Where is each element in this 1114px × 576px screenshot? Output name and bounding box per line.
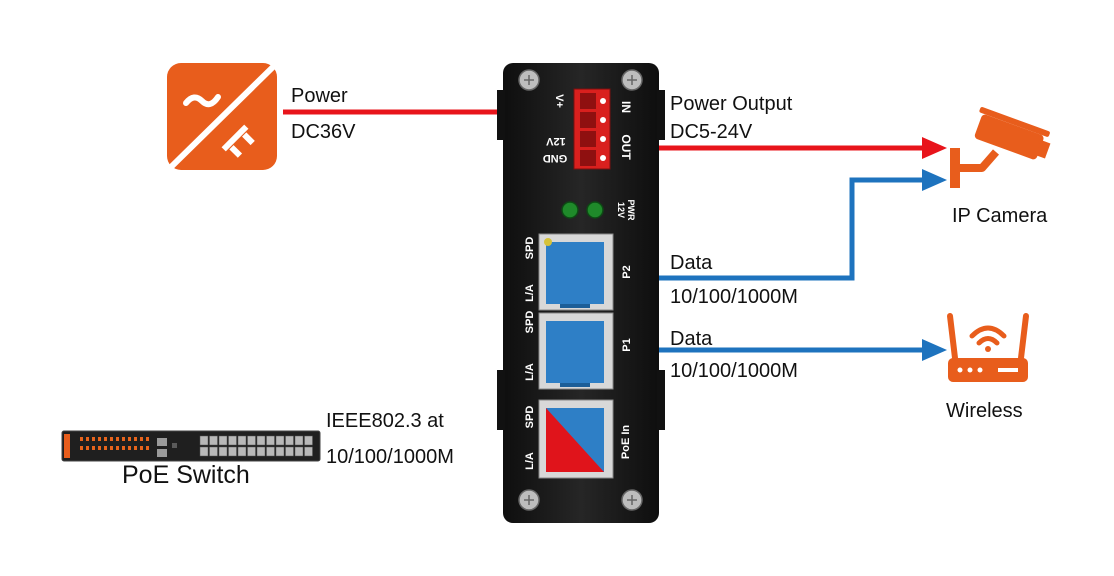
led-pwr-indicator xyxy=(586,201,604,219)
switch-status-led xyxy=(146,446,149,450)
ip-camera-label: IP Camera xyxy=(952,205,1048,227)
poe-splitter-device: V+ 12V GND IN OUT 12V PWR SPD L/A SPD L/… xyxy=(497,63,665,523)
cctv-camera-icon xyxy=(950,107,1051,188)
port-p2 xyxy=(538,233,614,311)
switch-status-led xyxy=(80,437,83,441)
switch-ethernet-port xyxy=(275,446,285,457)
switch-ethernet-port xyxy=(285,446,294,457)
switch-ethernet-port xyxy=(304,446,313,457)
port-p2-label: P2 xyxy=(621,265,633,278)
switch-ethernet-port xyxy=(247,435,256,446)
terminal-label-in: IN xyxy=(619,101,633,113)
port-poe-in xyxy=(538,399,614,479)
switch-status-led xyxy=(98,437,101,441)
poe-switch-device xyxy=(61,430,321,462)
poe-switch-label: PoE Switch xyxy=(122,461,250,489)
data-line-p2 xyxy=(596,169,947,281)
power-output-voltage-label: DC5-24V xyxy=(670,121,753,143)
switch-status-led xyxy=(140,446,143,450)
power-label: Power xyxy=(291,85,348,107)
switch-status-led xyxy=(92,446,95,450)
switch-ethernet-port xyxy=(247,446,256,457)
switch-ethernet-port xyxy=(256,446,266,457)
port-poe-in-label: PoE In xyxy=(620,425,632,460)
switch-status-led xyxy=(128,446,131,450)
data-p2-speed-label: 10/100/1000M xyxy=(670,286,798,308)
wireless-router-icon xyxy=(947,313,1029,382)
switch-status-led xyxy=(80,446,83,450)
switch-ethernet-port xyxy=(266,446,275,457)
switch-status-led xyxy=(86,446,89,450)
poe-standard-label: IEEE802.3 at xyxy=(326,410,444,432)
switch-status-led xyxy=(140,437,143,441)
switch-ethernet-port xyxy=(218,446,228,457)
power-voltage-label: DC36V xyxy=(291,121,356,143)
poe-speed-label: 10/100/1000M xyxy=(326,446,454,468)
switch-ethernet-port xyxy=(256,435,266,446)
switch-status-led xyxy=(86,437,89,441)
switch-ethernet-port xyxy=(237,435,247,446)
poe-la-label: L/A xyxy=(524,452,536,470)
switch-status-led xyxy=(128,437,131,441)
switch-status-led xyxy=(116,437,119,441)
terminal-label-12v: 12V xyxy=(546,135,566,147)
switch-ethernet-port xyxy=(218,435,228,446)
p2-la-label: L/A xyxy=(524,284,536,302)
screw-icon xyxy=(518,69,540,91)
switch-ethernet-port xyxy=(228,435,237,446)
switch-ethernet-port xyxy=(285,435,294,446)
switch-status-led xyxy=(146,437,149,441)
switch-ethernet-port xyxy=(199,435,209,446)
switch-ethernet-port xyxy=(237,446,247,457)
data-p2-label: Data xyxy=(670,252,713,274)
terminal-block xyxy=(573,88,611,170)
switch-status-led xyxy=(116,446,119,450)
power-output-label: Power Output xyxy=(670,93,793,115)
switch-status-led xyxy=(98,446,101,450)
switch-ethernet-port xyxy=(199,446,209,457)
terminal-label-v-plus: V+ xyxy=(553,94,565,108)
switch-status-led xyxy=(104,446,107,450)
screw-icon xyxy=(621,69,643,91)
switch-ethernet-port xyxy=(266,435,275,446)
data-p1-speed-label: 10/100/1000M xyxy=(670,360,798,382)
screw-icon xyxy=(518,489,540,511)
switch-ethernet-port xyxy=(228,446,237,457)
power-supply-icon xyxy=(167,62,278,171)
switch-status-led xyxy=(110,437,113,441)
switch-ethernet-port xyxy=(209,435,218,446)
switch-status-led xyxy=(122,437,125,441)
p2-spd-label: SPD xyxy=(524,237,536,260)
switch-ethernet-port xyxy=(294,435,304,446)
switch-status-led xyxy=(104,437,107,441)
data-p1-label: Data xyxy=(670,328,713,350)
terminal-label-gnd: GND xyxy=(543,152,568,164)
wireless-label: Wireless xyxy=(946,400,1023,422)
switch-status-led xyxy=(92,437,95,441)
switch-status-led xyxy=(122,446,125,450)
switch-status-led xyxy=(134,446,137,450)
switch-ethernet-port xyxy=(294,446,304,457)
switch-ethernet-port xyxy=(275,435,285,446)
port-p1-label: P1 xyxy=(621,338,633,351)
port-p1 xyxy=(538,312,614,390)
led-label-12v: 12V xyxy=(616,202,626,218)
led-12v-indicator xyxy=(561,201,579,219)
terminal-label-out: OUT xyxy=(619,134,633,160)
switch-status-led xyxy=(110,446,113,450)
poe-spd-label: SPD xyxy=(524,406,536,429)
p1-la-label: L/A xyxy=(524,363,536,381)
led-label-pwr: PWR xyxy=(626,200,636,221)
screw-icon xyxy=(621,489,643,511)
switch-ethernet-port xyxy=(209,446,218,457)
switch-status-led xyxy=(134,437,137,441)
switch-ethernet-port xyxy=(304,435,313,446)
p1-spd-label: SPD xyxy=(524,311,536,334)
